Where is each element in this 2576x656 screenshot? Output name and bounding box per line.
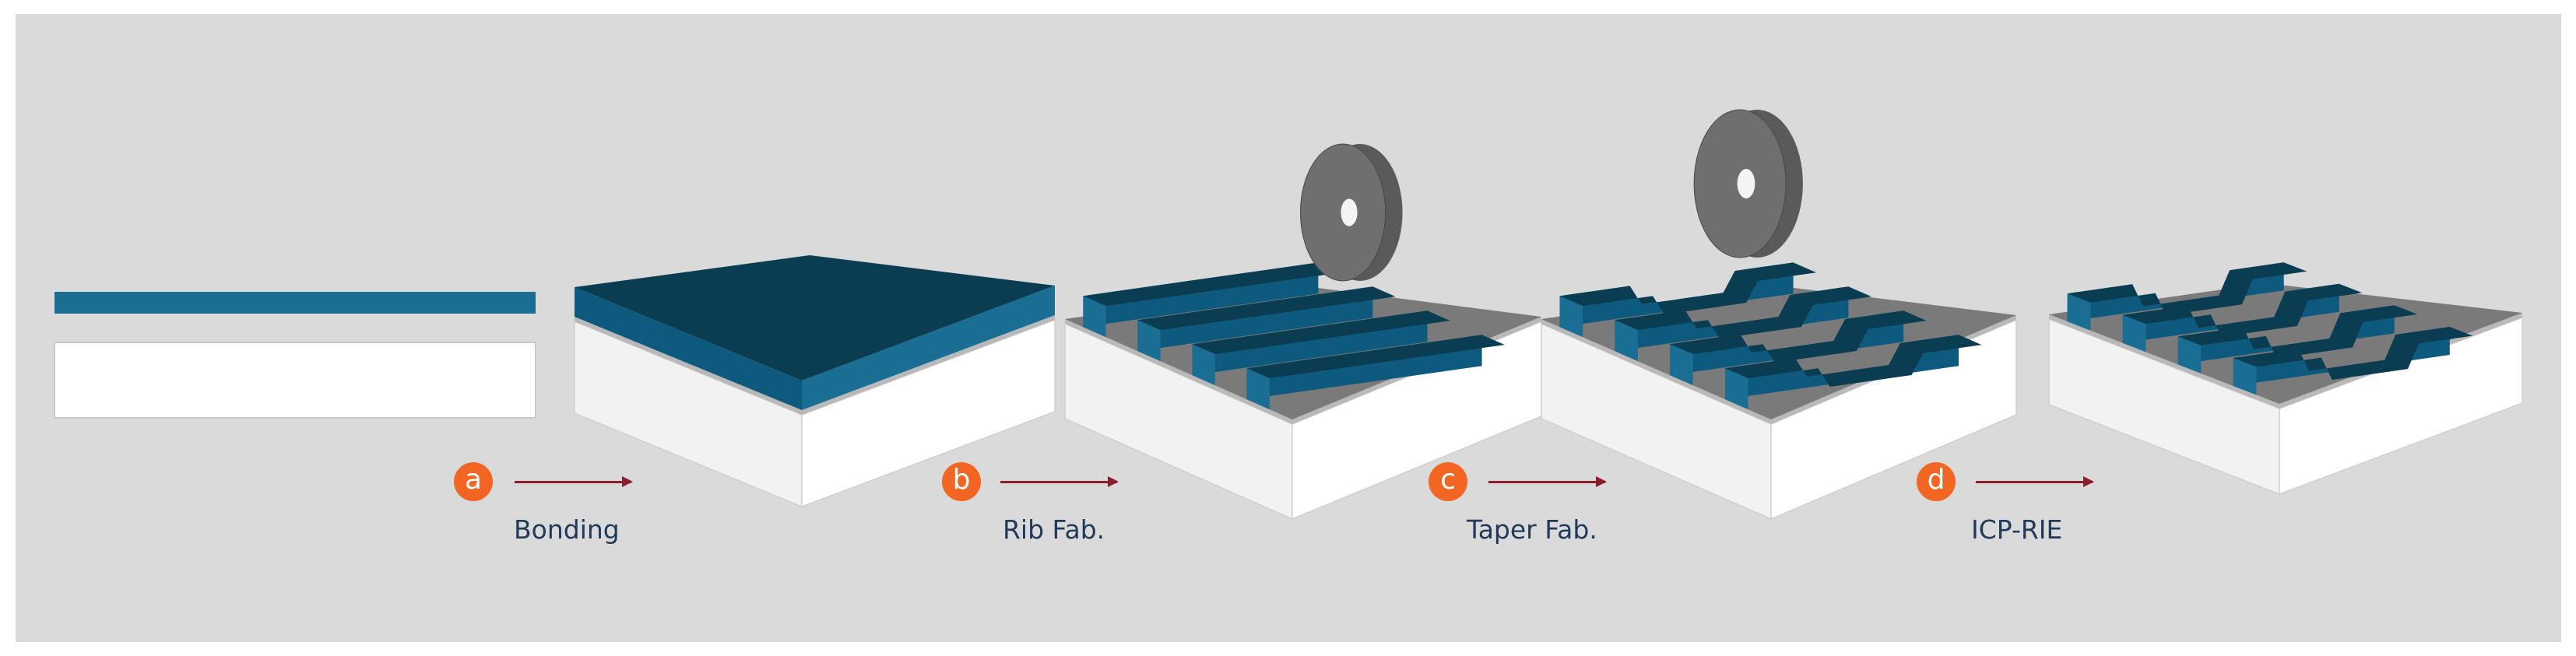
taper-top	[1670, 310, 1927, 363]
interface-left	[1541, 319, 1771, 424]
stage-initial	[54, 292, 536, 419]
step-label-icp-rie: ICP-RIE	[1971, 514, 2063, 545]
film-top-face	[575, 255, 1055, 381]
taper-front	[1670, 344, 1693, 386]
taper-front	[1559, 296, 1583, 338]
step-label-taper-fab: Taper Fab.	[1467, 514, 1597, 545]
taper-front	[1615, 320, 1638, 362]
taper-front	[2122, 314, 2146, 353]
interface-left	[2049, 314, 2279, 409]
rib-front	[1083, 296, 1106, 338]
taper-front	[2067, 293, 2091, 331]
interface-left	[575, 317, 802, 415]
step-label-rib-fab: Rib Fab.	[1003, 514, 1105, 545]
rib-front	[1137, 320, 1161, 362]
taper-top	[1725, 335, 1982, 388]
step-arrow-c	[1488, 476, 1607, 487]
step-arrow-d	[1976, 476, 2094, 487]
taper-front	[1725, 368, 1748, 410]
fabrication-process-scene	[54, 109, 2523, 521]
stage-bonded	[574, 255, 1056, 508]
rib-top	[1246, 335, 1505, 379]
taper-top	[2233, 327, 2473, 381]
thin-film-layer	[54, 292, 536, 314]
rib-top	[1083, 262, 1341, 307]
stage-final	[2048, 262, 2523, 496]
taper-front	[2177, 336, 2202, 374]
taper-top	[2067, 262, 2307, 316]
blade-hub	[1341, 198, 1358, 226]
step-badge-b: b	[942, 462, 981, 501]
interface-left	[1065, 319, 1292, 424]
taper-top	[1559, 262, 1817, 315]
substrate-block	[54, 342, 536, 419]
step-badge-c: c	[1429, 462, 1467, 501]
film-left-face	[575, 287, 802, 410]
step-badge-a: a	[454, 462, 493, 501]
stage-taper	[1541, 109, 2017, 521]
rib-front	[1246, 368, 1270, 410]
taper-top	[2122, 283, 2363, 337]
step-label-bonding: Bonding	[514, 514, 620, 545]
step-badge-d: d	[1917, 462, 1956, 501]
figure-panel: a Bonding b Rib Fab. c Taper Fab. d ICP-…	[16, 14, 2561, 642]
step-arrow-b	[1000, 476, 1119, 487]
taper-top	[2177, 305, 2418, 359]
rib-top	[1137, 286, 1396, 331]
taper-top	[1615, 286, 1871, 339]
step-arrow-a	[515, 476, 633, 487]
interface-right	[802, 315, 1055, 415]
taper-front	[2233, 358, 2257, 395]
blade-hub	[1737, 169, 1755, 198]
rib-top	[1192, 310, 1450, 355]
film-right-face	[802, 286, 1055, 410]
stage-rib	[1064, 143, 1542, 521]
rib-front	[1192, 344, 1215, 386]
